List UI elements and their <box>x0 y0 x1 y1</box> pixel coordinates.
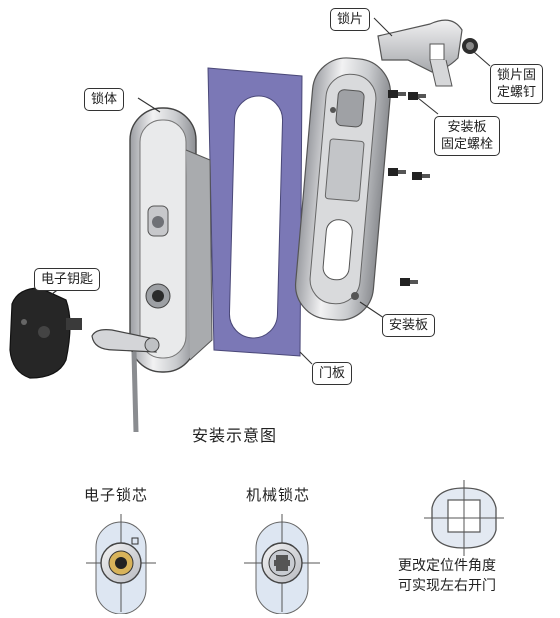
core-label-electronic: 电子锁芯 <box>84 486 149 504</box>
positioning-note-line1: 更改定位件角度 <box>398 558 496 574</box>
mounting-plate <box>294 57 392 321</box>
positioning-note-line2: 可实现左右开门 <box>398 578 496 594</box>
label-lock-body: 锁体 <box>84 88 125 111</box>
core-label-mechanical: 机械锁芯 <box>246 486 311 504</box>
label-mount-bolt: 安装板 固定螺栓 <box>434 116 501 156</box>
electronic-core-diagram <box>86 514 156 615</box>
label-mount-bolt-line2: 固定螺栓 <box>441 137 494 152</box>
positioning-piece-diagram <box>424 480 504 556</box>
lock-body <box>129 107 213 373</box>
label-mount-bolt-line1: 安装板 <box>447 120 487 135</box>
label-mount-plate: 安装板 <box>382 314 436 337</box>
electronic-key <box>9 287 82 379</box>
lock-handle <box>91 329 160 433</box>
positioning-note: 更改定位件角度 可实现左右开门 <box>398 556 496 596</box>
mounting-bolts <box>388 90 430 286</box>
label-door-plate: 门板 <box>312 362 353 385</box>
lock-plate <box>377 19 463 87</box>
label-plate-screw-line1: 锁片固 <box>497 68 537 83</box>
diagram-caption: 安装示意图 <box>192 426 278 445</box>
label-e-key: 电子钥匙 <box>34 268 101 291</box>
label-plate-screw: 锁片固 定螺钉 <box>490 64 544 104</box>
lock-plate-screw <box>462 38 478 54</box>
label-lock-plate: 锁片 <box>330 8 371 31</box>
door-plate <box>207 67 303 357</box>
mechanical-core-diagram <box>244 514 320 615</box>
leader-lines <box>51 17 491 365</box>
label-plate-screw-line2: 定螺钉 <box>497 85 537 100</box>
